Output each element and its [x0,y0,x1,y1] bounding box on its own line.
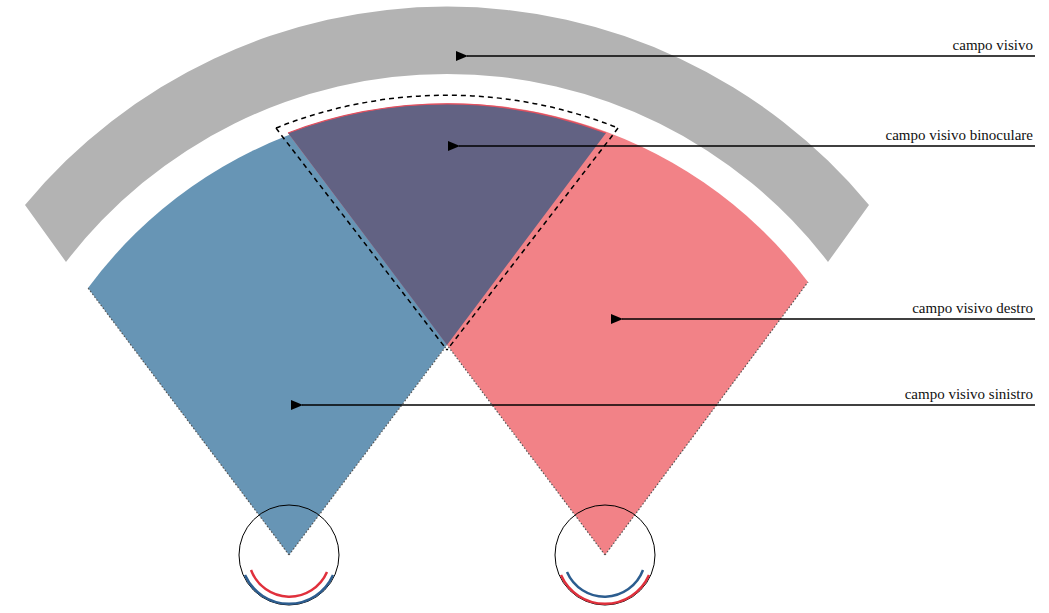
right-field-label: campo visivo destro [912,300,1033,317]
leader-line [302,56,1035,405]
binocular-edge [288,104,606,133]
eye-symbol [239,505,655,605]
field-label: campo visivo [953,37,1033,54]
binocular-field [288,104,606,345]
binocular-label: campo visivo binoculare [886,127,1033,144]
field-edges [88,282,808,555]
left-field-label: campo visivo sinistro [905,386,1033,403]
right-field [288,103,808,555]
binocular-outline [276,95,618,350]
